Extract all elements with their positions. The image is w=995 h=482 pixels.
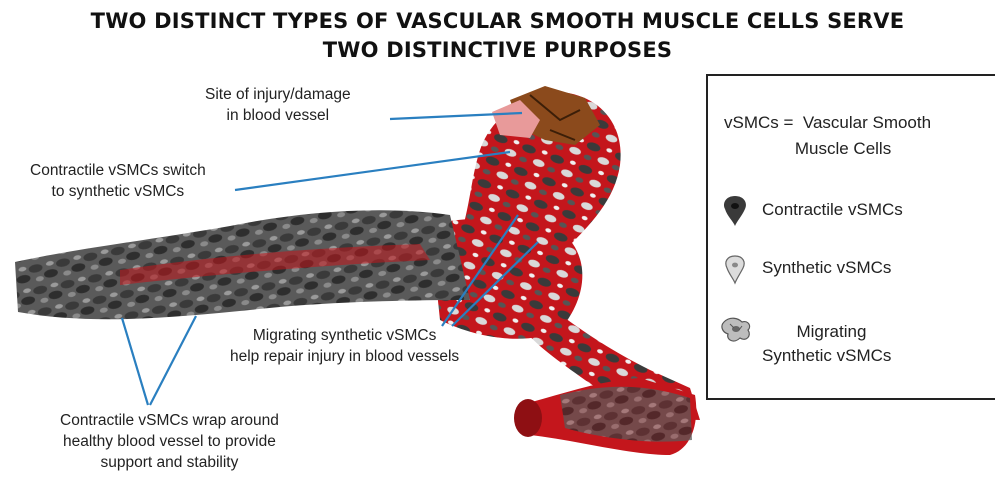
pointer-wrap-1 [122,318,148,405]
pointer-wrap-2 [150,316,196,405]
pointer-switch [235,152,510,190]
label-contractile-switch: Contractile vSMCs switch to synthetic vS… [30,160,206,202]
legend-item-label: Migrating Synthetic vSMCs [762,320,891,368]
synthetic-cell-icon [720,252,750,286]
label-contractile-wrap: Contractile vSMCs wrap around healthy bl… [60,410,279,473]
vessel-branch-lower-opening [514,399,542,437]
migrating-cell-icon [720,312,754,348]
contractile-cell-icon [720,194,750,228]
label-injury-site: Site of injury/damage in blood vessel [205,84,351,126]
legend-box: vSMCs = Vascular Smooth Muscle Cells Con… [706,74,995,400]
legend-item-label: Synthetic vSMCs [762,256,891,280]
label-migrating-repair: Migrating synthetic vSMCs help repair in… [230,325,459,367]
legend-item-migrating: Migrating Synthetic vSMCs [720,312,739,408]
legend-item-label: Contractile vSMCs [762,198,903,222]
legend-definition: vSMCs = Vascular Smooth Muscle Cells [724,110,931,162]
